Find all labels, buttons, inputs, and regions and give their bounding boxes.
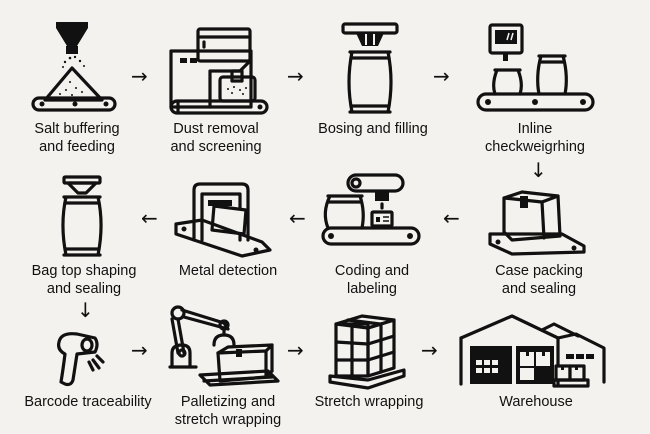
- step-label-line: Stretch wrapping: [314, 394, 424, 410]
- step-label: Coding and labeling: [292, 262, 452, 298]
- step-label: Bosing and filling: [293, 120, 453, 138]
- step-label-line: Warehouse: [499, 394, 573, 410]
- barcode-scanner-icon: [55, 330, 120, 395]
- robot-arm-palletizer-icon: [168, 305, 283, 395]
- step-label-line: Barcode traceability: [24, 394, 152, 410]
- step-label-line: Salt buffering: [34, 121, 120, 137]
- step-label: Stretch wrapping: [289, 393, 449, 411]
- step-label: Metal detection: [148, 262, 308, 280]
- bag-filling-icon: [340, 22, 400, 122]
- step-label: Case packing and sealing: [459, 262, 619, 298]
- step-label-line: and sealing: [46, 281, 122, 297]
- step-label: Bag top shaping and sealing: [4, 262, 164, 298]
- step-label-line: stretch wrapping: [174, 412, 282, 428]
- arrow-right: →: [287, 64, 304, 88]
- hopper-conveyor-icon: [30, 20, 125, 115]
- step-label-line: Coding and: [334, 263, 410, 279]
- step-label: Warehouse: [456, 393, 616, 411]
- wrapped-pallet-icon: [328, 312, 413, 397]
- arrow-left: ←: [443, 206, 460, 230]
- step-label-line: Bosing and filling: [318, 121, 428, 137]
- arrow-right: →: [421, 338, 438, 362]
- step-label: Palletizing and stretch wrapping: [148, 393, 308, 429]
- arrow-right: →: [131, 64, 148, 88]
- coding-labeling-icon: [320, 172, 425, 262]
- bag-sealing-icon: [58, 175, 108, 265]
- case-packing-icon: [482, 188, 592, 263]
- step-label-line: and feeding: [39, 139, 115, 155]
- step-label-line: labeling: [347, 281, 397, 297]
- step-label: Inline checkweigrhing: [455, 120, 615, 156]
- step-label: Barcode traceability: [8, 393, 168, 411]
- warehouse-icon: [458, 312, 608, 397]
- checkweigher-icon: [475, 22, 600, 122]
- step-label-line: and sealing: [501, 281, 577, 297]
- metal-detector-icon: [172, 180, 282, 265]
- arrow-right: →: [131, 338, 148, 362]
- step-label-line: Bag top shaping: [31, 263, 137, 279]
- arrow-right: →: [287, 338, 304, 362]
- arrow-right: →: [433, 64, 450, 88]
- arrow-down: ↓: [77, 298, 94, 322]
- step-label-line: Inline: [517, 121, 553, 137]
- step-label-line: and screening: [170, 139, 262, 155]
- step-label-line: checkweigrhing: [485, 139, 585, 155]
- step-label: Dust removal and screening: [136, 120, 296, 156]
- step-label-line: Case packing: [495, 263, 583, 279]
- step-label-line: Palletizing and: [180, 394, 276, 410]
- step-label: Salt buffering and feeding: [0, 120, 157, 156]
- arrow-down: ↓: [530, 158, 547, 182]
- screening-machine-icon: [168, 25, 273, 120]
- step-label-line: Dust removal: [173, 121, 259, 137]
- arrow-left: ←: [289, 206, 306, 230]
- step-label-line: Metal detection: [178, 263, 278, 279]
- arrow-left: ←: [141, 206, 158, 230]
